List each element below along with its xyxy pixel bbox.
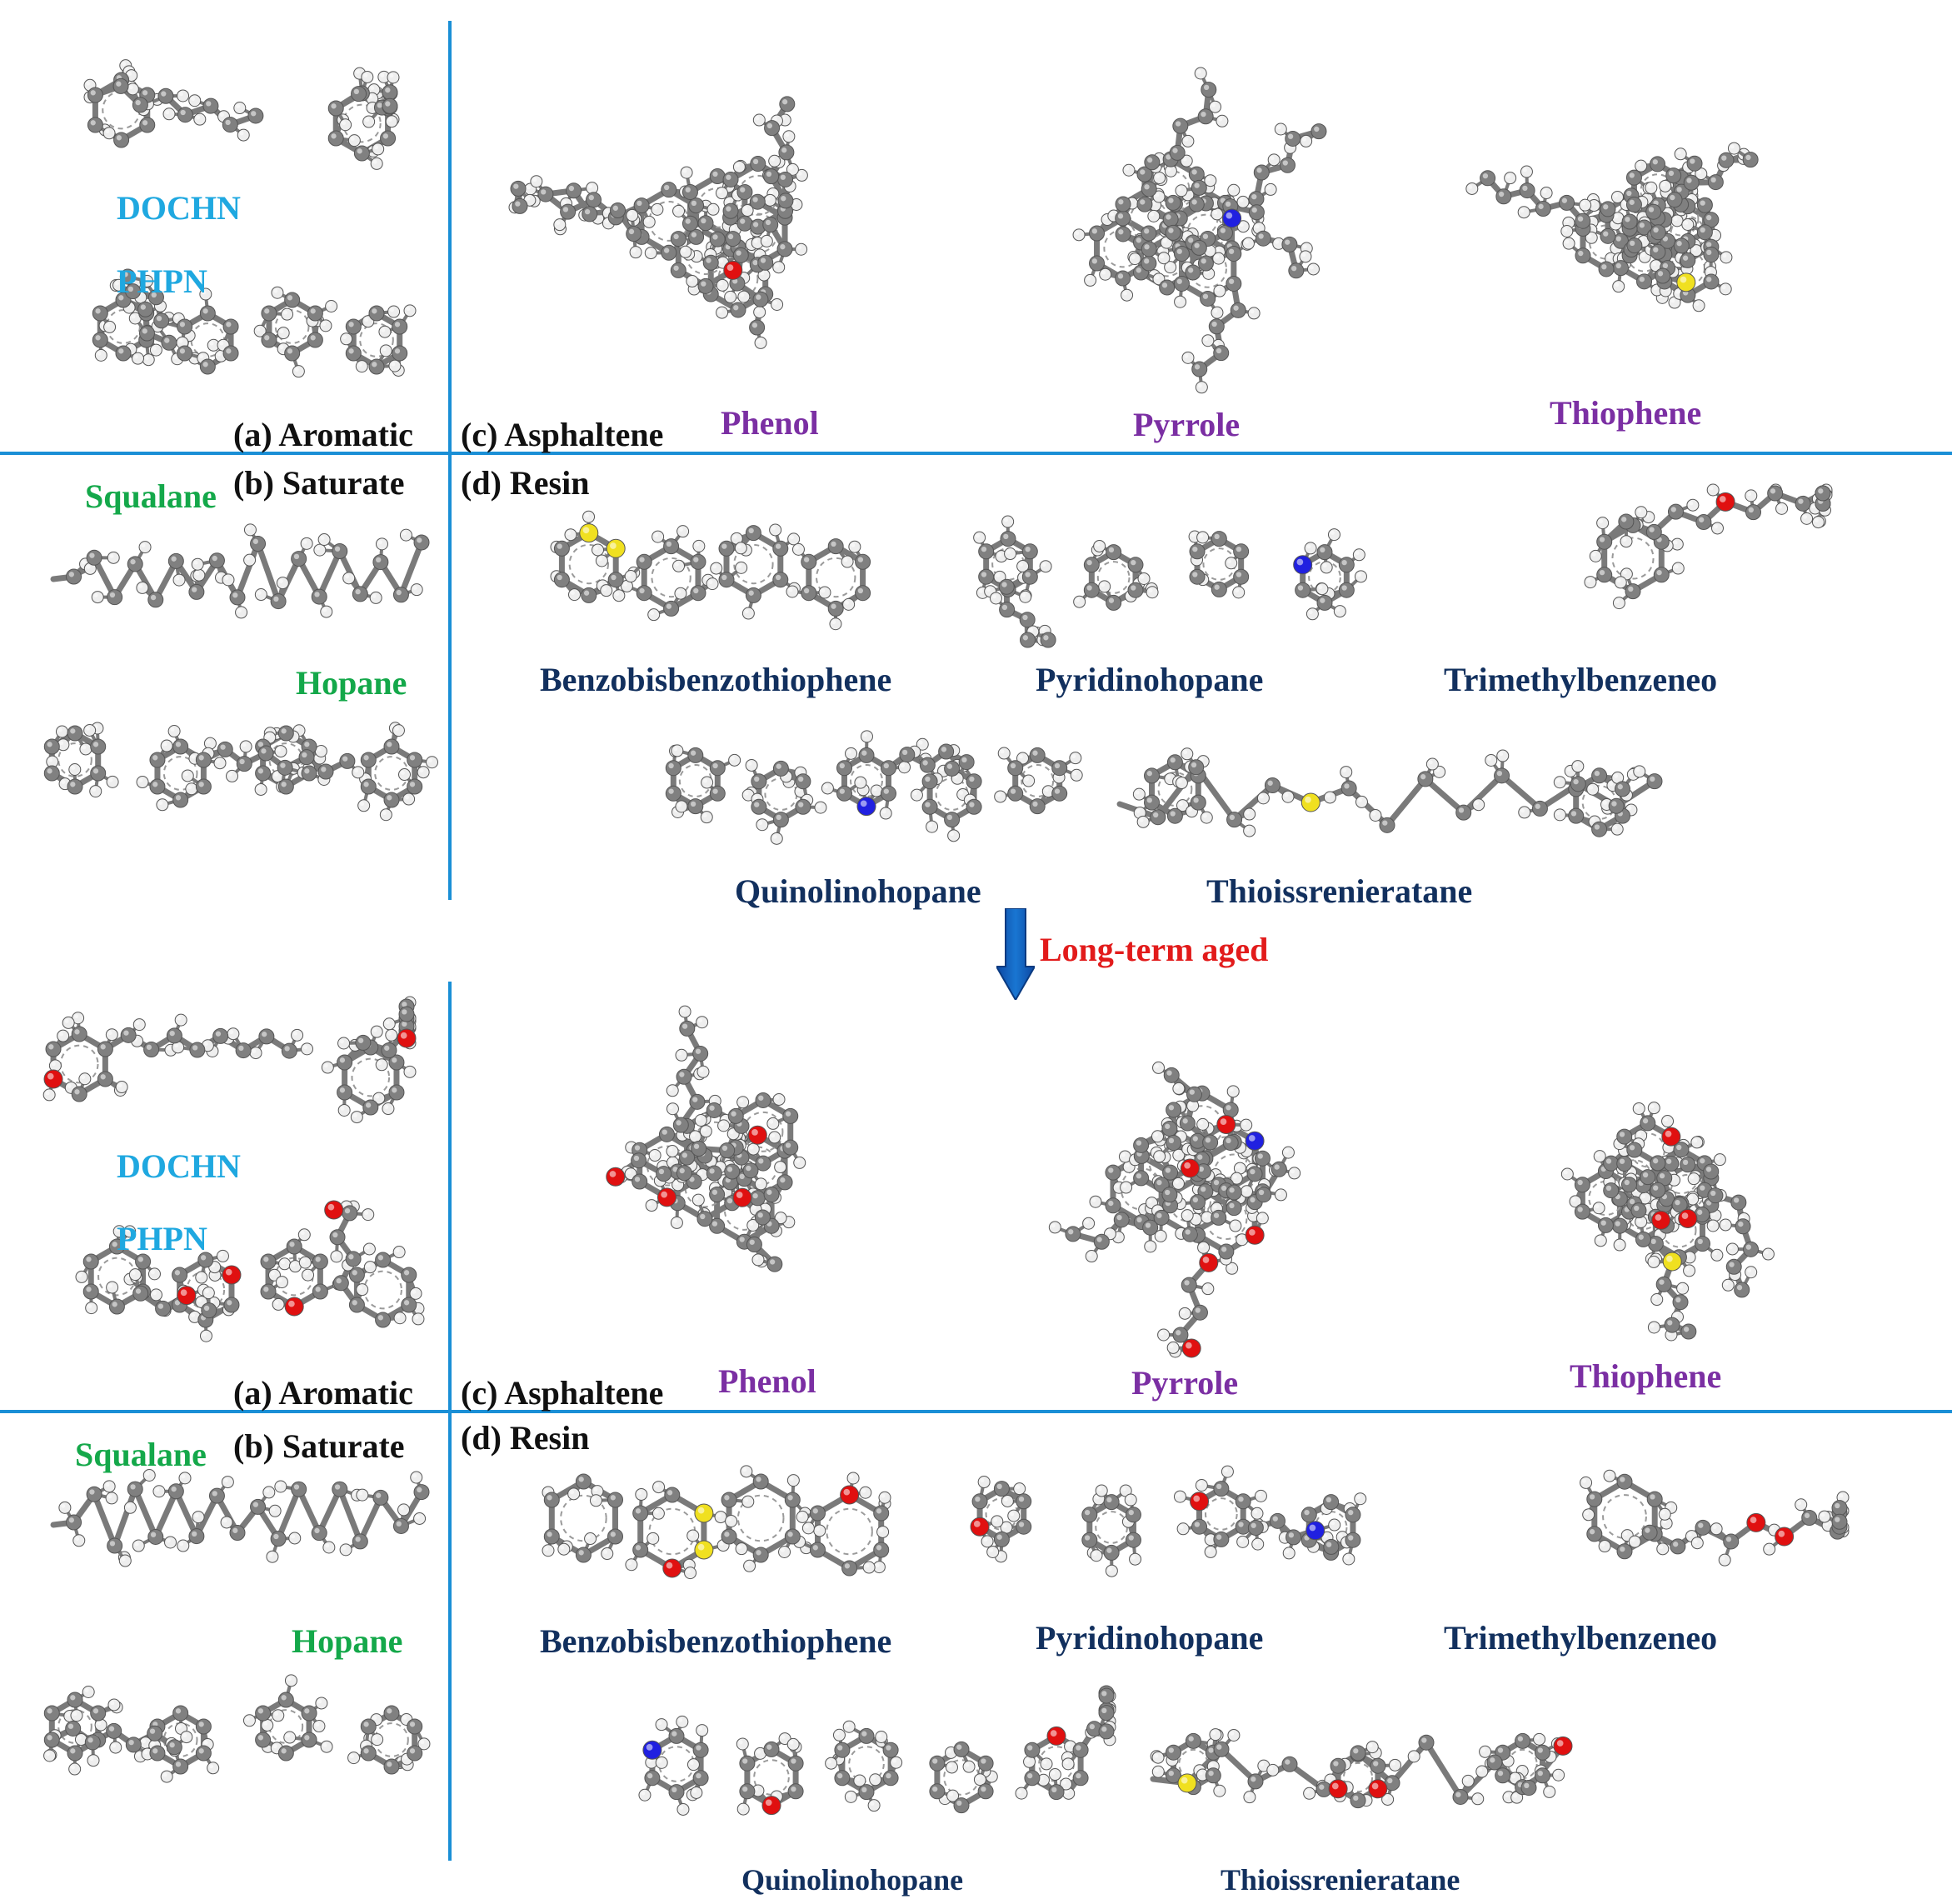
label-thiophene-top: Thiophene xyxy=(1550,394,1702,432)
label-quinolinohopane-top: Quinolinohopane xyxy=(735,872,981,910)
panel-label-b-bottom: (b) Saturate xyxy=(233,1427,405,1465)
label-thioissrenieratane-bottom: Thioissrenieratane xyxy=(1221,1863,1460,1897)
molecule-thiophene-top xyxy=(1465,142,1759,312)
molecule-pyridinohopane-bottom xyxy=(970,1465,1367,1577)
molecule-phpn-bottom xyxy=(75,1200,425,1342)
molecule-thioissrenieratane-top xyxy=(1116,747,1663,837)
label-squalane-bottom: Squalane xyxy=(75,1436,207,1473)
top-vertical-divider xyxy=(448,21,452,900)
label-trimethylbenzeneo-top: Trimethylbenzeneo xyxy=(1444,661,1718,698)
label-dochn-top: DOCHN xyxy=(117,189,241,227)
label-pyrrole-bottom: Pyrrole xyxy=(1131,1364,1239,1402)
label-squalane-top: Squalane xyxy=(85,477,217,515)
panel-label-c-top: (c) Asphaltene xyxy=(461,416,664,453)
molecule-thioissrenieratane-bottom xyxy=(1150,1728,1573,1809)
molecule-pyrrole-bottom xyxy=(1048,1061,1301,1358)
molecule-quinolinohopane-bottom xyxy=(638,1685,1116,1816)
molecule-squalane-top xyxy=(50,523,430,619)
molecule-trimethylbenzeneo-bottom xyxy=(1580,1469,1850,1567)
label-phpn-top: PHPN xyxy=(117,262,207,300)
label-phenol-bottom: Phenol xyxy=(718,1362,816,1400)
top-horizontal-divider xyxy=(0,452,1952,455)
panel-label-b-top: (b) Saturate xyxy=(233,464,405,502)
molecule-benzobisbenzothiophene-top xyxy=(550,510,871,631)
molecule-thiophene-bottom xyxy=(1560,1102,1775,1342)
molecule-squalane-bottom xyxy=(50,1468,430,1567)
bottom-vertical-divider xyxy=(448,982,452,1861)
molecule-dochn-top xyxy=(83,59,400,170)
molecule-phenol-bottom xyxy=(606,1005,806,1272)
label-benzobisbenzothiophene-top: Benzobisbenzothiophene xyxy=(540,661,892,698)
label-pyridinohopane-bottom: Pyridinohopane xyxy=(1036,1619,1264,1657)
molecule-dochn-bottom xyxy=(42,996,417,1124)
molecule-trimethylbenzeneo-top xyxy=(1584,483,1833,610)
label-hopane-top: Hopane xyxy=(296,664,407,702)
label-thiophene-bottom: Thiophene xyxy=(1570,1357,1722,1395)
molecule-phpn-top xyxy=(92,268,417,378)
label-quinolinohopane-bottom: Quinolinohopane xyxy=(741,1863,964,1897)
molecule-phenol-top xyxy=(508,96,808,349)
label-benzobisbenzothiophene-bottom: Benzobisbenzothiophene xyxy=(540,1622,892,1660)
bottom-horizontal-divider xyxy=(0,1410,1952,1413)
label-thioissrenieratane-top: Thioissrenieratane xyxy=(1206,872,1473,910)
panel-label-a-top: (a) Aromatic xyxy=(233,416,413,453)
label-hopane-bottom: Hopane xyxy=(292,1622,403,1660)
molecule-hopane-bottom xyxy=(43,1674,431,1783)
molecule-hopane-top xyxy=(43,722,439,822)
panel-label-d-bottom: (d) Resin xyxy=(461,1419,590,1457)
molecule-pyrrole-top xyxy=(1072,67,1327,394)
molecule-benzobisbenzothiophene-bottom xyxy=(542,1465,891,1580)
label-phenol-top: Phenol xyxy=(721,404,819,442)
molecule-quinolinohopane-top xyxy=(665,730,1083,845)
label-pyridinohopane-top: Pyridinohopane xyxy=(1036,661,1264,698)
label-trimethylbenzeneo-bottom: Trimethylbenzeneo xyxy=(1444,1619,1718,1657)
label-phpn-bottom: PHPN xyxy=(117,1220,207,1257)
molecule-pyridinohopane-top xyxy=(973,515,1367,648)
down-arrow-icon xyxy=(996,908,1035,1000)
label-dochn-bottom: DOCHN xyxy=(117,1147,241,1185)
panel-label-a-bottom: (a) Aromatic xyxy=(233,1374,413,1412)
long-term-aged-label: Long-term aged xyxy=(1040,931,1269,968)
panel-label-d-top: (d) Resin xyxy=(461,464,590,502)
label-pyrrole-top: Pyrrole xyxy=(1133,406,1241,443)
panel-label-c-bottom: (c) Asphaltene xyxy=(461,1374,664,1412)
